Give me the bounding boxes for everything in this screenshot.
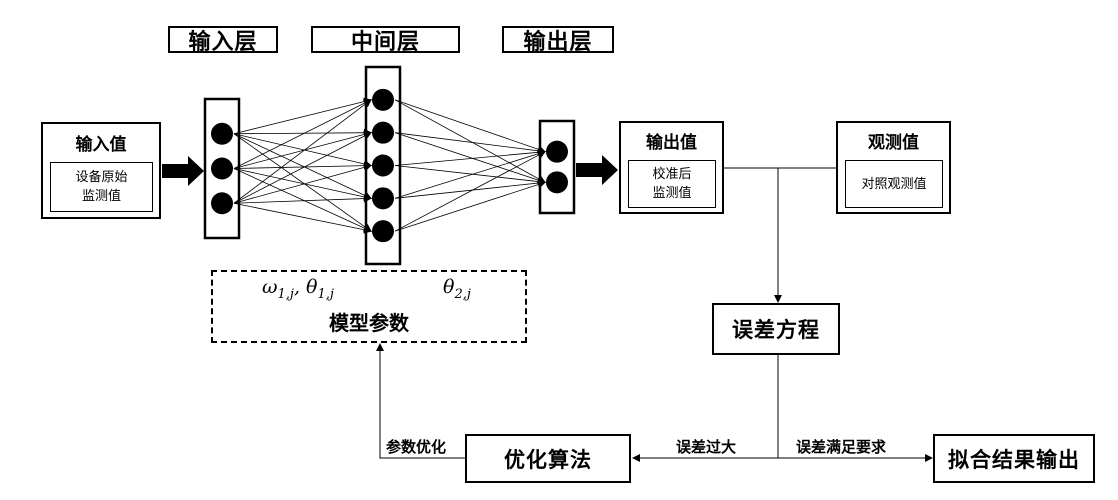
connection-line [233,97,372,135]
hidden-neuron [372,88,394,111]
connection-line [233,133,372,232]
hidden-neuron [372,121,394,144]
output-neuron [546,140,568,163]
hidden-neuron [372,154,394,177]
connection-line [394,132,546,155]
connection-line [394,149,546,199]
connection-line [394,180,546,232]
input-value-line1: 设备原始 [75,170,128,185]
error-too-large-label: 误差过大 [676,438,737,456]
output-layer-column [538,119,576,215]
error-equation-box: 误差方程 [712,303,840,355]
connection-line [394,165,546,186]
connection-line [394,99,546,183]
input-value-box: 输入值 设备原始 监测值 [41,122,161,219]
output-value-box: 输出值 校准后 监测值 [619,121,724,214]
observed-value-line1: 对照观测值 [861,176,927,192]
observed-value-title: 观测值 [868,133,919,153]
hidden-layer-label: 中间层 [311,26,460,55]
input-value-inner: 设备原始 监测值 [50,162,153,212]
connection-line [394,151,546,232]
input-neuron [211,157,233,180]
connection-line [233,133,372,168]
network-neurons [211,88,568,243]
connection-line [394,179,546,199]
connection-line [233,99,372,169]
optimizer-box: 优化算法 [465,434,631,483]
input-to-network-arrow [162,156,204,186]
connection-line [233,168,372,201]
output-value-line1: 校准后 [652,167,692,182]
input-neuron [211,192,233,215]
fit-output-box: 拟合结果输出 [933,434,1095,483]
network-connections [233,97,546,234]
hidden-layer-column [364,65,402,266]
connection-line [233,161,372,170]
output-value-inner: 校准后 监测值 [628,160,716,208]
observed-value-inner: 对照观测值 [845,160,943,208]
hidden-neuron [372,187,394,210]
connection-line [394,132,546,184]
connection-line [233,130,372,169]
input-layer-column [203,97,241,240]
connection-line [233,132,372,204]
connection-line [233,168,372,232]
observed-value-box: 观测值 对照观测值 [836,121,951,214]
input-value-title: 输入值 [75,135,127,155]
model-params-label: 模型参数 [329,311,409,335]
model-params-box [211,270,527,343]
input-neuron [211,122,233,145]
input-value-line2: 监测值 [81,189,121,204]
error-ok-label: 误差满足要求 [796,438,887,456]
network-to-output-arrow [576,155,618,185]
output-neuron [546,171,568,194]
connection-line [394,99,546,154]
param-optimize-arrow [376,343,465,459]
connection-line [233,128,372,137]
connection-line [233,202,372,234]
param-optimize-label: 参数优化 [386,438,447,456]
hidden-neuron [372,220,394,243]
input-layer-label: 输入层 [168,26,278,55]
output-to-error-line [724,167,782,303]
output-layer-label: 输出层 [502,26,614,55]
params-symbols-left: ω1,j, θ1,j [262,276,334,302]
connection-line [394,148,546,166]
output-value-line2: 监测值 [652,186,692,201]
connection-line [233,99,372,204]
connection-line [233,194,372,204]
connection-line [233,163,372,204]
connection-line [233,133,372,199]
params-symbols-right: θ2,j [443,276,471,302]
output-value-title: 输出值 [646,133,697,153]
